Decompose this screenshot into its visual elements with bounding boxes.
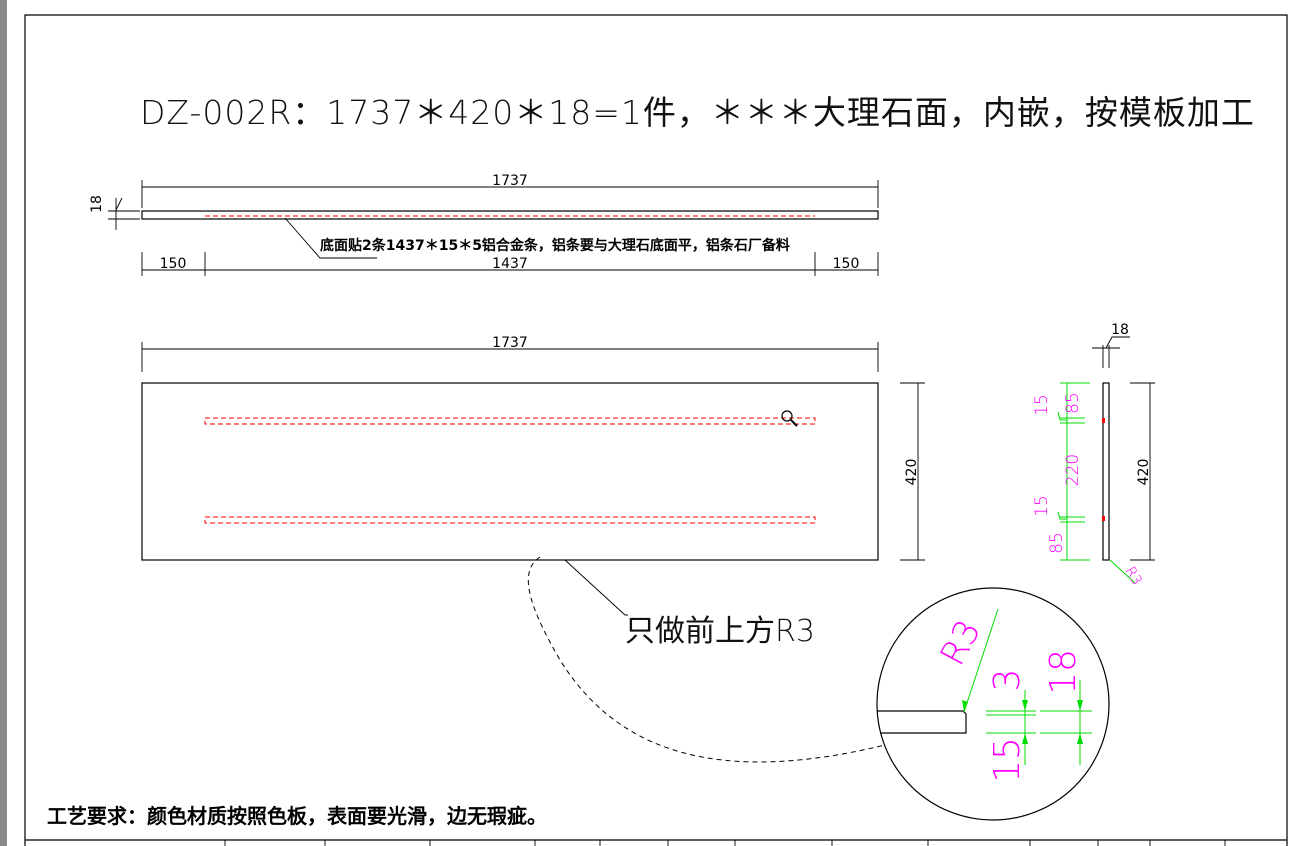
front-plate bbox=[141, 382, 879, 561]
vertical-scrollbar[interactable] bbox=[0, 0, 7, 846]
side-view: 18 420 85 15 220 15 85 R3 bbox=[1032, 322, 1155, 588]
front-width-dim: 420 bbox=[904, 459, 920, 486]
front-view: 1737 420 只做前上方R3 bbox=[141, 335, 925, 763]
detail-callout-curve bbox=[527, 556, 886, 763]
top-length-dim: 1737 bbox=[492, 173, 528, 189]
detail-thickness: 18 bbox=[1043, 649, 1084, 695]
detail-chamfer: 3 bbox=[987, 669, 1028, 692]
strip-lower bbox=[204, 516, 816, 524]
drawing-title: DZ-002R：1737＊420＊18=1件，＊＊＊大理石面，内嵌，按模板加工 bbox=[140, 93, 1255, 132]
side-dim-top: 85 bbox=[1063, 392, 1083, 414]
process-requirement: 工艺要求：颜色材质按照色板，表面要光滑，边无瑕疵。 bbox=[47, 804, 547, 828]
strip-length-dim: 1437 bbox=[492, 256, 528, 272]
strip-upper bbox=[204, 417, 816, 425]
drawing-frame bbox=[24, 14, 1288, 846]
front-length-dim: 1737 bbox=[492, 335, 528, 351]
side-strip-bottom: 15 bbox=[1032, 495, 1052, 517]
side-height-dim: 420 bbox=[1136, 459, 1152, 486]
detail-strip: 15 bbox=[987, 737, 1028, 783]
magnifier-cursor-icon bbox=[781, 410, 798, 427]
detail-radius: R3 bbox=[933, 613, 990, 672]
side-strip-top: 15 bbox=[1032, 394, 1052, 416]
right-offset-dim: 150 bbox=[833, 256, 860, 272]
strip-note: 底面贴2条1437＊15＊5铝合金条，铝条要与大理石底面平，铝条石厂备料 bbox=[320, 237, 790, 254]
side-plate bbox=[1102, 382, 1110, 561]
detail-circle bbox=[876, 587, 1110, 821]
left-offset-dim: 150 bbox=[160, 256, 187, 272]
top-plate bbox=[141, 210, 879, 220]
detail-view: R3 3 15 18 bbox=[876, 587, 1110, 821]
side-radius: R3 bbox=[1122, 564, 1145, 588]
side-thickness-dim: 18 bbox=[1111, 322, 1129, 338]
top-view: 1737 18 底面贴2条1437＊15＊5铝合金条，铝条要与大理石底面平，铝条… bbox=[89, 173, 879, 276]
side-dim-bottom: 85 bbox=[1047, 532, 1067, 554]
top-thickness-dim: 18 bbox=[89, 195, 105, 213]
side-dim-middle: 220 bbox=[1063, 454, 1083, 486]
r3-leader-note: 只做前上方R3 bbox=[625, 614, 815, 649]
title-block-cells bbox=[224, 840, 1226, 846]
